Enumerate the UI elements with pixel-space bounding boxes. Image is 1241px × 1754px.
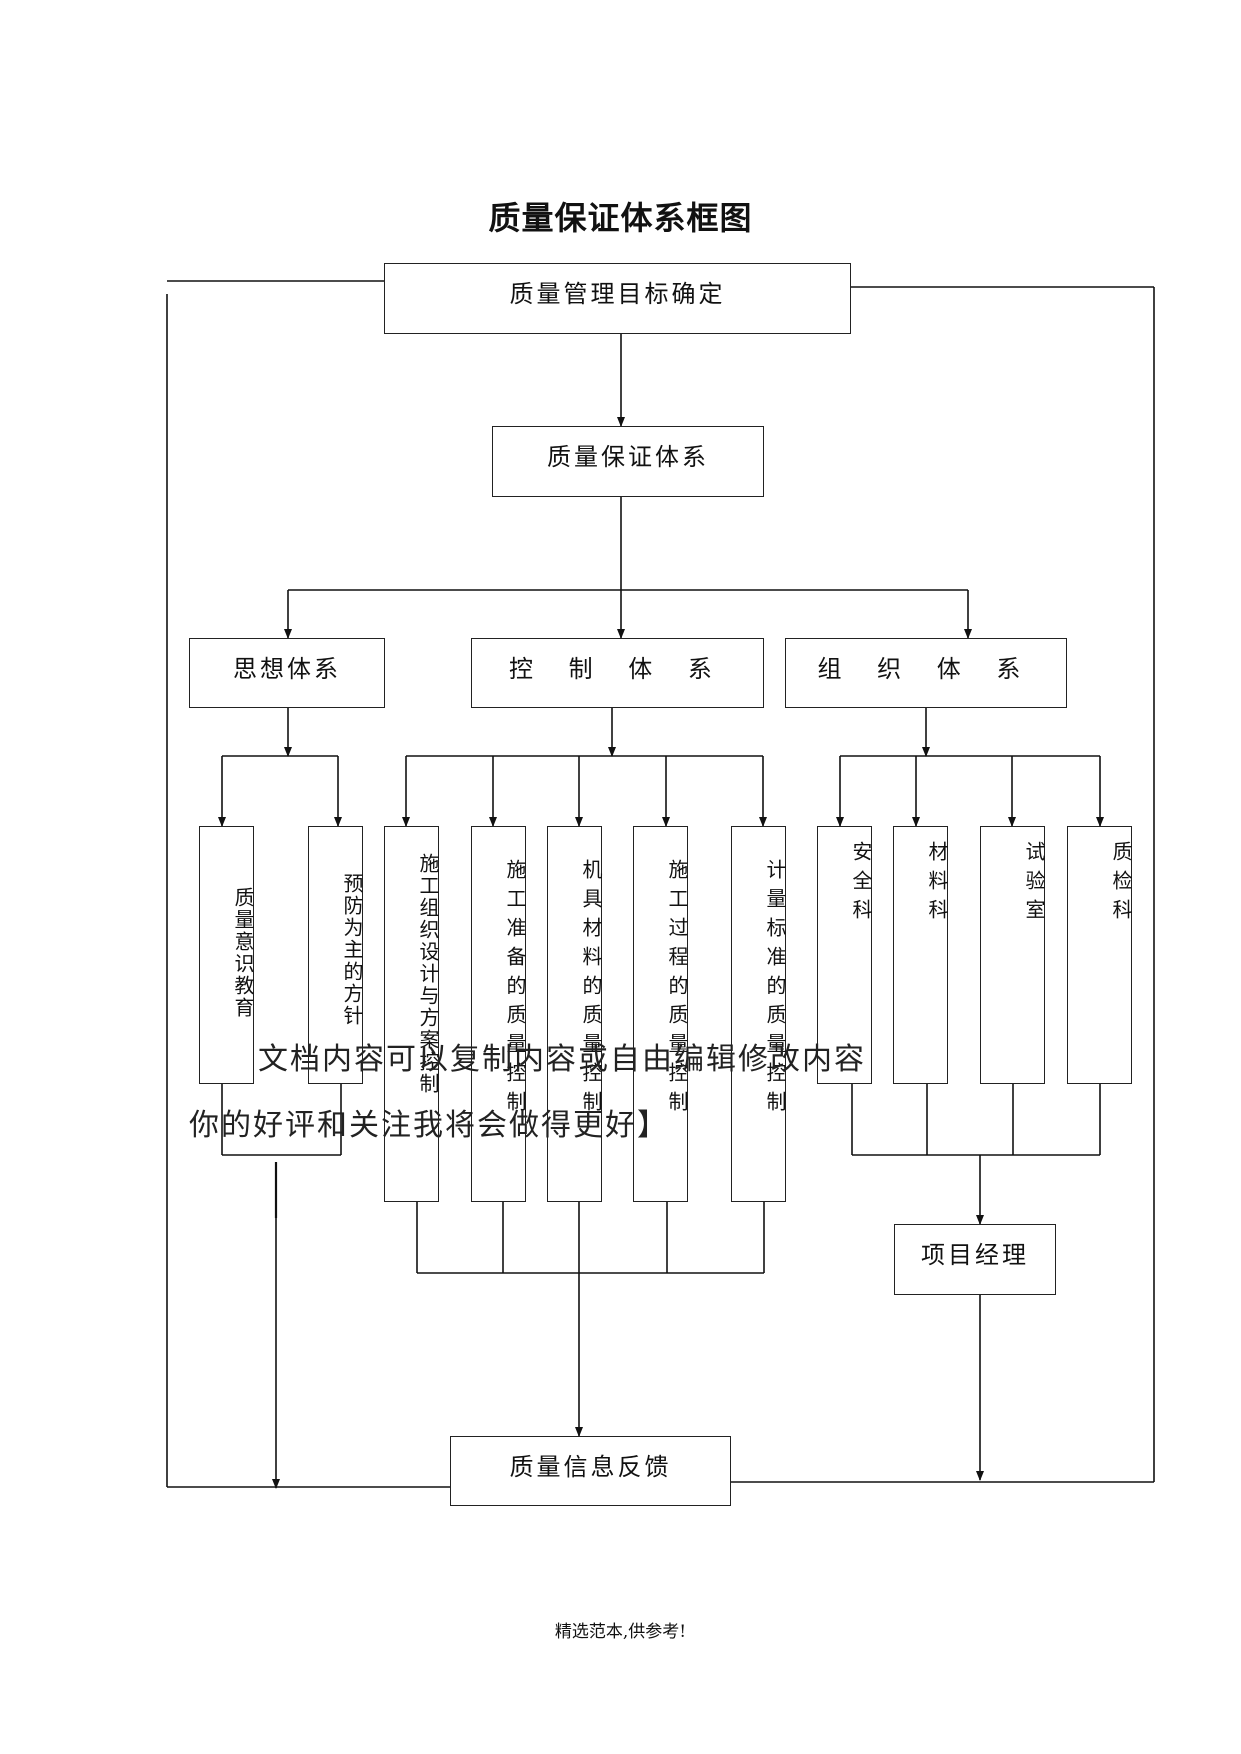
quality-awareness-box: 质量意识教育 (199, 826, 255, 1084)
thought-box: 思想体系 (189, 638, 385, 708)
watermark-line-1: 文档内容可以复制内容或自由编辑修改内容 (258, 1042, 866, 1077)
materials-label: 材料科 (925, 841, 949, 928)
materials-box: 材料科 (893, 826, 949, 1084)
project-manager-box: 项目经理 (894, 1224, 1056, 1295)
qc-label: 质检科 (1109, 841, 1133, 928)
measurement-standard-label: 计量标准的质量控制 (763, 859, 787, 1120)
feedback-box: 质量信息反馈 (450, 1436, 731, 1506)
footer-note: 精选范本,供参考! (554, 1622, 687, 1642)
control-box: 控 制 体 系 (471, 638, 764, 708)
watermark-line-2: 你的好评和关注我将会做得更好】 (189, 1108, 669, 1143)
qc-box: 质检科 (1067, 826, 1133, 1084)
organization-label: 组 织 体 系 (817, 655, 1035, 683)
feedback-label: 质量信息反馈 (509, 1453, 672, 1481)
assurance-label: 质量保证体系 (547, 443, 709, 471)
prevention-label: 预防为主的方针 (340, 873, 364, 1027)
quality-awareness-label: 质量意识教育 (231, 887, 255, 1019)
construction-process-box: 施工过程的质量控制 (633, 826, 689, 1202)
assurance-box: 质量保证体系 (492, 426, 764, 497)
lab-label: 试验室 (1022, 841, 1046, 928)
measurement-standard-box: 计量标准的质量控制 (731, 826, 787, 1202)
thought-label: 思想体系 (233, 655, 341, 683)
organization-box: 组 织 体 系 (785, 638, 1067, 708)
construction-prep-box: 施工准备的质量控制 (471, 826, 527, 1202)
machinery-material-box: 机具材料的质量控制 (547, 826, 603, 1202)
construction-design-label: 施工组织设计与方案控制 (416, 853, 440, 1095)
page-title: 质量保证体系框图 (488, 199, 753, 237)
construction-design-box: 施工组织设计与方案控制 (384, 826, 440, 1202)
goal-label: 质量管理目标确定 (509, 280, 726, 308)
project-manager-label: 项目经理 (921, 1241, 1029, 1269)
safety-label: 安全科 (849, 841, 873, 928)
construction-process-label: 施工过程的质量控制 (665, 859, 689, 1120)
control-label: 控 制 体 系 (509, 655, 726, 683)
prevention-box: 预防为主的方针 (308, 826, 364, 1084)
lab-box: 试验室 (980, 826, 1046, 1084)
machinery-material-label: 机具材料的质量控制 (579, 859, 603, 1120)
safety-box: 安全科 (817, 826, 873, 1084)
goal-box: 质量管理目标确定 (384, 263, 851, 334)
construction-prep-label: 施工准备的质量控制 (503, 859, 527, 1120)
